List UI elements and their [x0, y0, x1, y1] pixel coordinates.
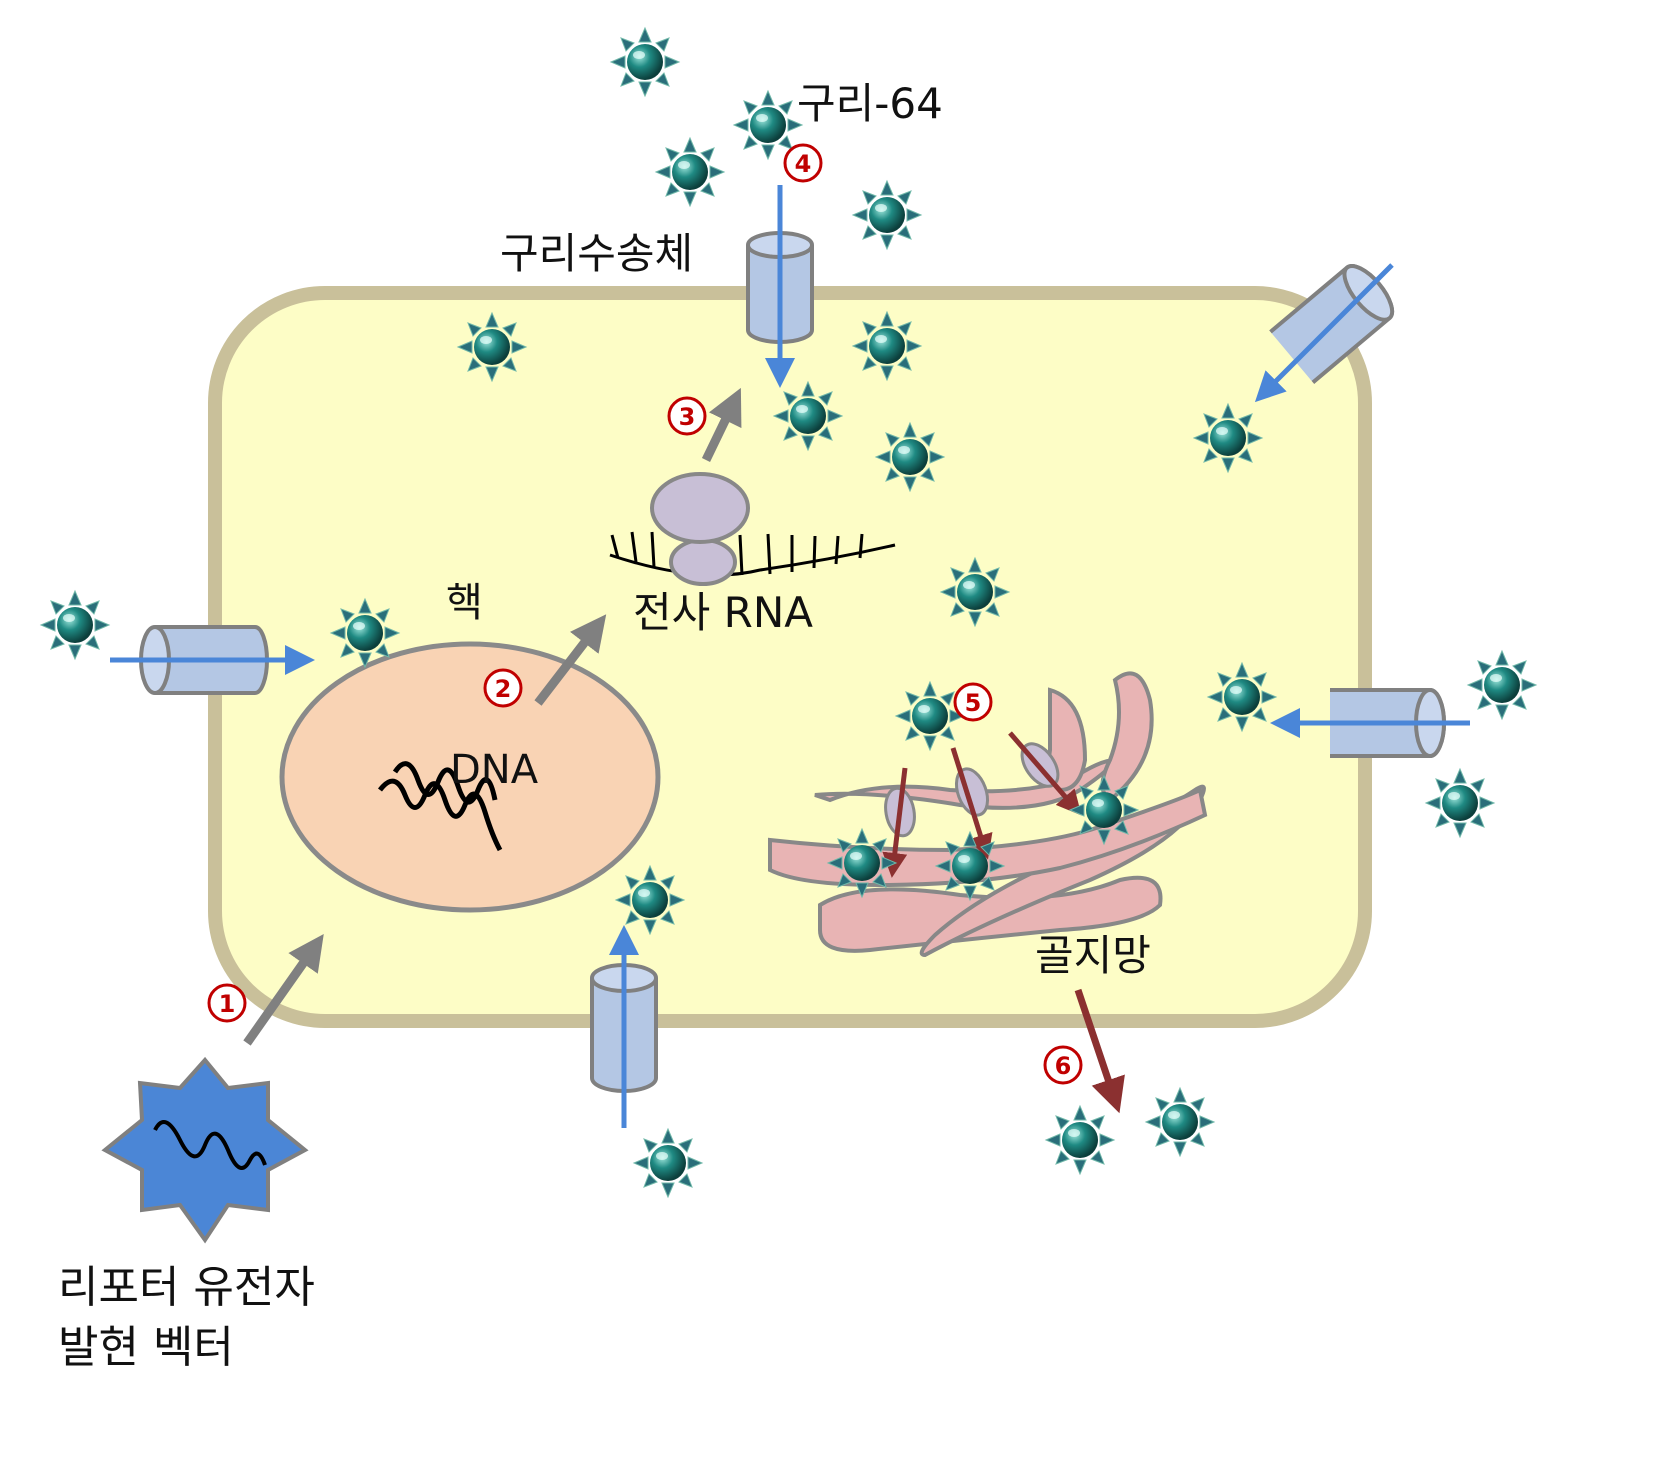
step-2-marker: 2 [483, 668, 523, 708]
step-markers: 1 2 3 4 5 6 [207, 143, 1083, 1085]
copper-ion-icon [940, 557, 1010, 627]
dna-label: DNA [450, 747, 539, 793]
copper-ion-icon [40, 590, 110, 660]
dna-strand [378, 761, 503, 852]
step-4-marker: 4 [783, 143, 823, 183]
copper-ion-icon [1145, 1087, 1215, 1157]
step5-arrow-c [1008, 731, 1082, 816]
svg-text:4: 4 [795, 150, 812, 178]
copper-ion-icon [1467, 650, 1537, 720]
step-3-marker: 3 [667, 396, 707, 436]
copper-ion-icon [852, 180, 922, 250]
copper-ion-icon [610, 27, 680, 97]
mrna-label: 전사 RNA [633, 588, 813, 637]
copper-ion-icon [935, 831, 1005, 901]
copper-ion-icon [827, 828, 897, 898]
copper-ion-icon [1425, 768, 1495, 838]
ribosome [650, 472, 750, 586]
step3-arrow [701, 387, 742, 462]
copper64-label: 구리-64 [797, 79, 943, 128]
svg-text:2: 2 [495, 675, 512, 703]
step5-arrow-a [882, 767, 908, 878]
transport-arrow-topright [1254, 263, 1394, 403]
transporter-label: 구리수송체 [500, 229, 693, 278]
copper-ion-icon [875, 422, 945, 492]
copper-ion-icon [615, 865, 685, 935]
vector-label-line1: 리포터 유전자 [58, 1262, 315, 1313]
svg-text:1: 1 [219, 990, 236, 1018]
step6-arrow [1074, 988, 1125, 1114]
svg-text:3: 3 [679, 403, 696, 431]
nucleus-label: 핵 [446, 580, 483, 626]
copper-ion-icon [655, 137, 725, 207]
copper-ion-icon [633, 1128, 703, 1198]
golgi-label: 골지망 [1035, 931, 1151, 980]
vector-label-line2: 발현 벡터 [58, 1322, 234, 1373]
copper-ion-icon [1045, 1105, 1115, 1175]
step1-arrow [243, 933, 324, 1046]
vector-gene [153, 1120, 267, 1170]
nucleus [279, 641, 661, 913]
step-1-marker: 1 [207, 983, 247, 1023]
copper-ion-icon [773, 381, 843, 451]
copper-ion-icon [1193, 403, 1263, 473]
step-6-marker: 6 [1043, 1045, 1083, 1085]
vector-icon [101, 1056, 309, 1244]
copper-ion-icon [852, 311, 922, 381]
mrna-strand [609, 531, 896, 577]
copper-ion-icon [1069, 775, 1139, 845]
step2-arrow [534, 614, 607, 706]
svg-text:5: 5 [965, 689, 982, 717]
copper-ion-icon [457, 312, 527, 382]
copper-ion-icon [1207, 662, 1277, 732]
step-5-marker: 5 [953, 682, 993, 722]
svg-text:6: 6 [1055, 1052, 1072, 1080]
copper-ion-icon [330, 598, 400, 668]
step5-arrow-b [950, 747, 993, 860]
copper-ion-icon [895, 681, 965, 751]
